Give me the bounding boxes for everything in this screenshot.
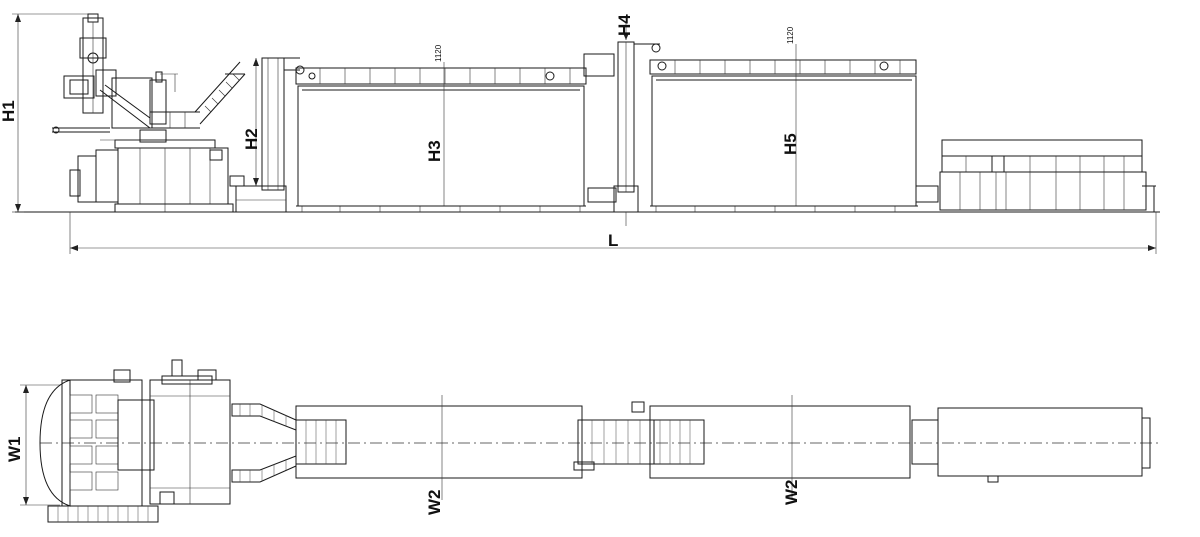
- h2-label: H2: [242, 128, 261, 150]
- feeder-machine-plan: [39, 359, 231, 523]
- oven-1-width-note: 1120: [434, 44, 443, 62]
- w2-first-label: W2: [425, 490, 444, 516]
- transfer-unit-plan: [573, 401, 655, 471]
- w1-dimension: W1: [5, 384, 60, 506]
- cooling-unit-plan: [911, 407, 1151, 483]
- elevator-conveyor-1: H2: [242, 57, 300, 191]
- feeder-machine: [52, 13, 287, 213]
- oven-1-side: 1120 H3: [295, 44, 587, 212]
- oven-1-plan: W2: [295, 395, 583, 516]
- h1-label: H1: [0, 100, 18, 122]
- length-dimension: L: [69, 212, 1157, 254]
- h3-label: H3: [425, 140, 444, 162]
- oven-2-width-note: 1120: [786, 26, 795, 44]
- h4-label: H4: [615, 14, 634, 36]
- length-label: L: [608, 231, 618, 250]
- w1-label: W1: [5, 437, 24, 463]
- h1-dimension: H1: [0, 13, 95, 213]
- transfer-elevator: H4: [583, 14, 661, 226]
- h5-label: H5: [781, 133, 800, 155]
- side-elevation-view: H1: [0, 13, 1160, 254]
- w2-second-label: W2: [782, 480, 801, 506]
- oven-2-plan: W2: [649, 395, 911, 506]
- plan-view: W1: [5, 359, 1160, 523]
- cooling-unit-side: [939, 139, 1156, 212]
- oven-2-side: 1120 H5: [649, 26, 939, 212]
